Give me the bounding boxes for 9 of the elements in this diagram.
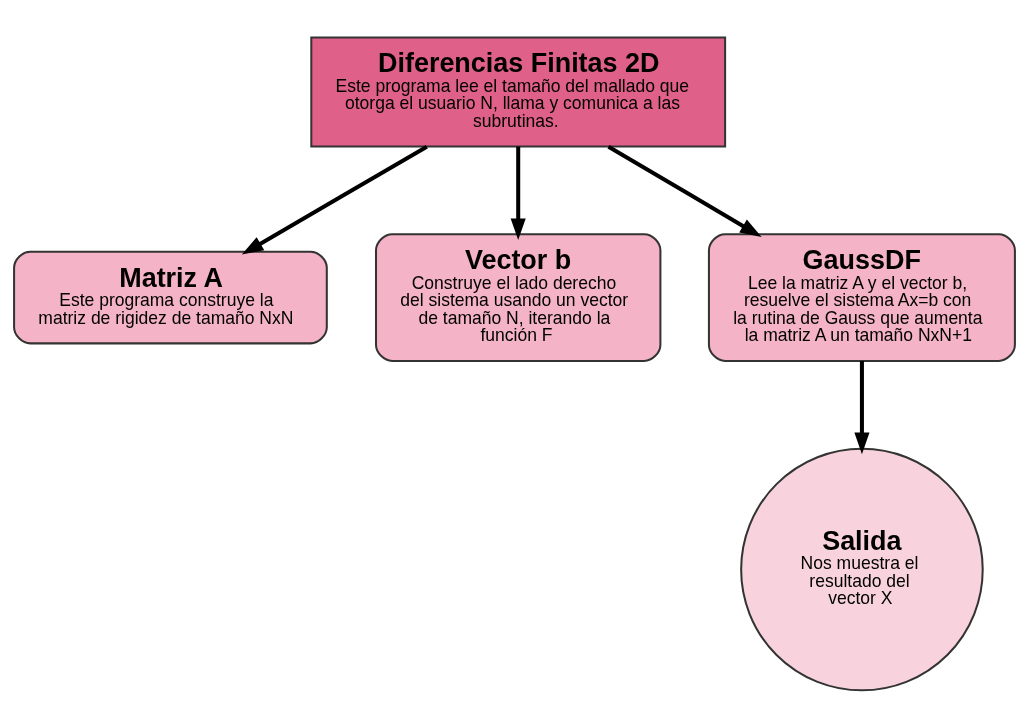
arrow <box>510 146 526 241</box>
arrow <box>607 144 762 237</box>
node-box: Vector b Construye el lado derecho del sistema usando un vector de tamaño N, iterando la función F <box>375 233 662 362</box>
node-circle: Salida Nos muestra el resultado del vector X <box>740 447 984 692</box>
arrow <box>241 144 428 255</box>
node-box: GaussDF Lee la matriz A y el vector b, resuelve el sistema Ax=b con la rutina de Gauss que aumenta la matriz A un tamaño NxN+1 <box>707 233 1016 362</box>
node-box: Diferencias Finitas 2D Este programa lee el tamaño del mallado que otorga el usuario N, llama y comunica a las subrutinas. <box>310 36 727 148</box>
node-box: Matriz A Este programa construye la matriz de rigidez de tamaño NxN <box>13 250 328 345</box>
arrow <box>854 361 870 455</box>
